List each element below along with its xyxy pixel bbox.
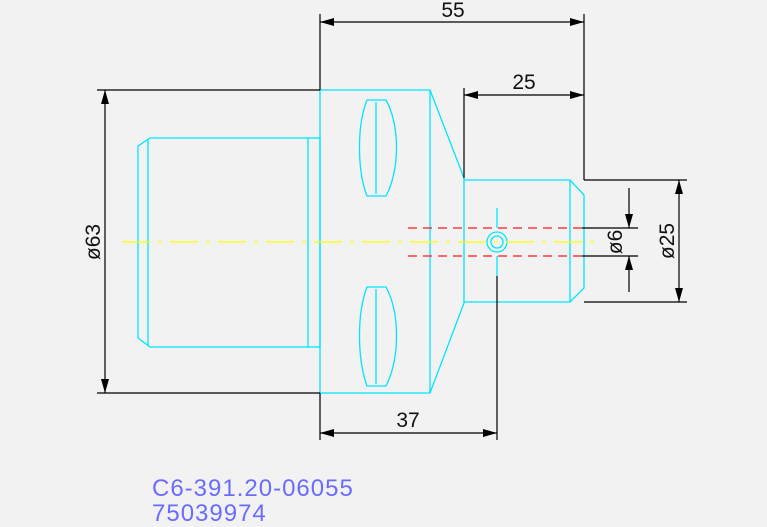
dim-shank-length: 25 (463, 71, 584, 178)
dim-flange-diameter: ø63 (82, 89, 320, 394)
dim-25-diameter-label: ø25 (656, 223, 679, 259)
dim-37-label: 37 (396, 409, 419, 432)
drive-slot-top (358, 99, 398, 197)
dim-63-label: ø63 (82, 224, 105, 260)
dim-shank-diameter: ø25 (584, 179, 687, 303)
dim-6-label: ø6 (604, 230, 627, 255)
dim-25-label: 25 (512, 71, 535, 94)
part-designation: C6-391.20-06055 (152, 475, 354, 502)
part-item-number: 75039974 (152, 500, 267, 527)
dim-bore-diameter: ø6 (582, 188, 638, 292)
dim-55-label: 55 (441, 0, 464, 22)
dim-overall-length: 55 (319, 0, 585, 180)
bore-circle-inner (490, 235, 504, 249)
drive-slot-bottom (358, 286, 398, 387)
dim-gauge-length: 37 (319, 276, 498, 440)
shank (464, 179, 585, 303)
